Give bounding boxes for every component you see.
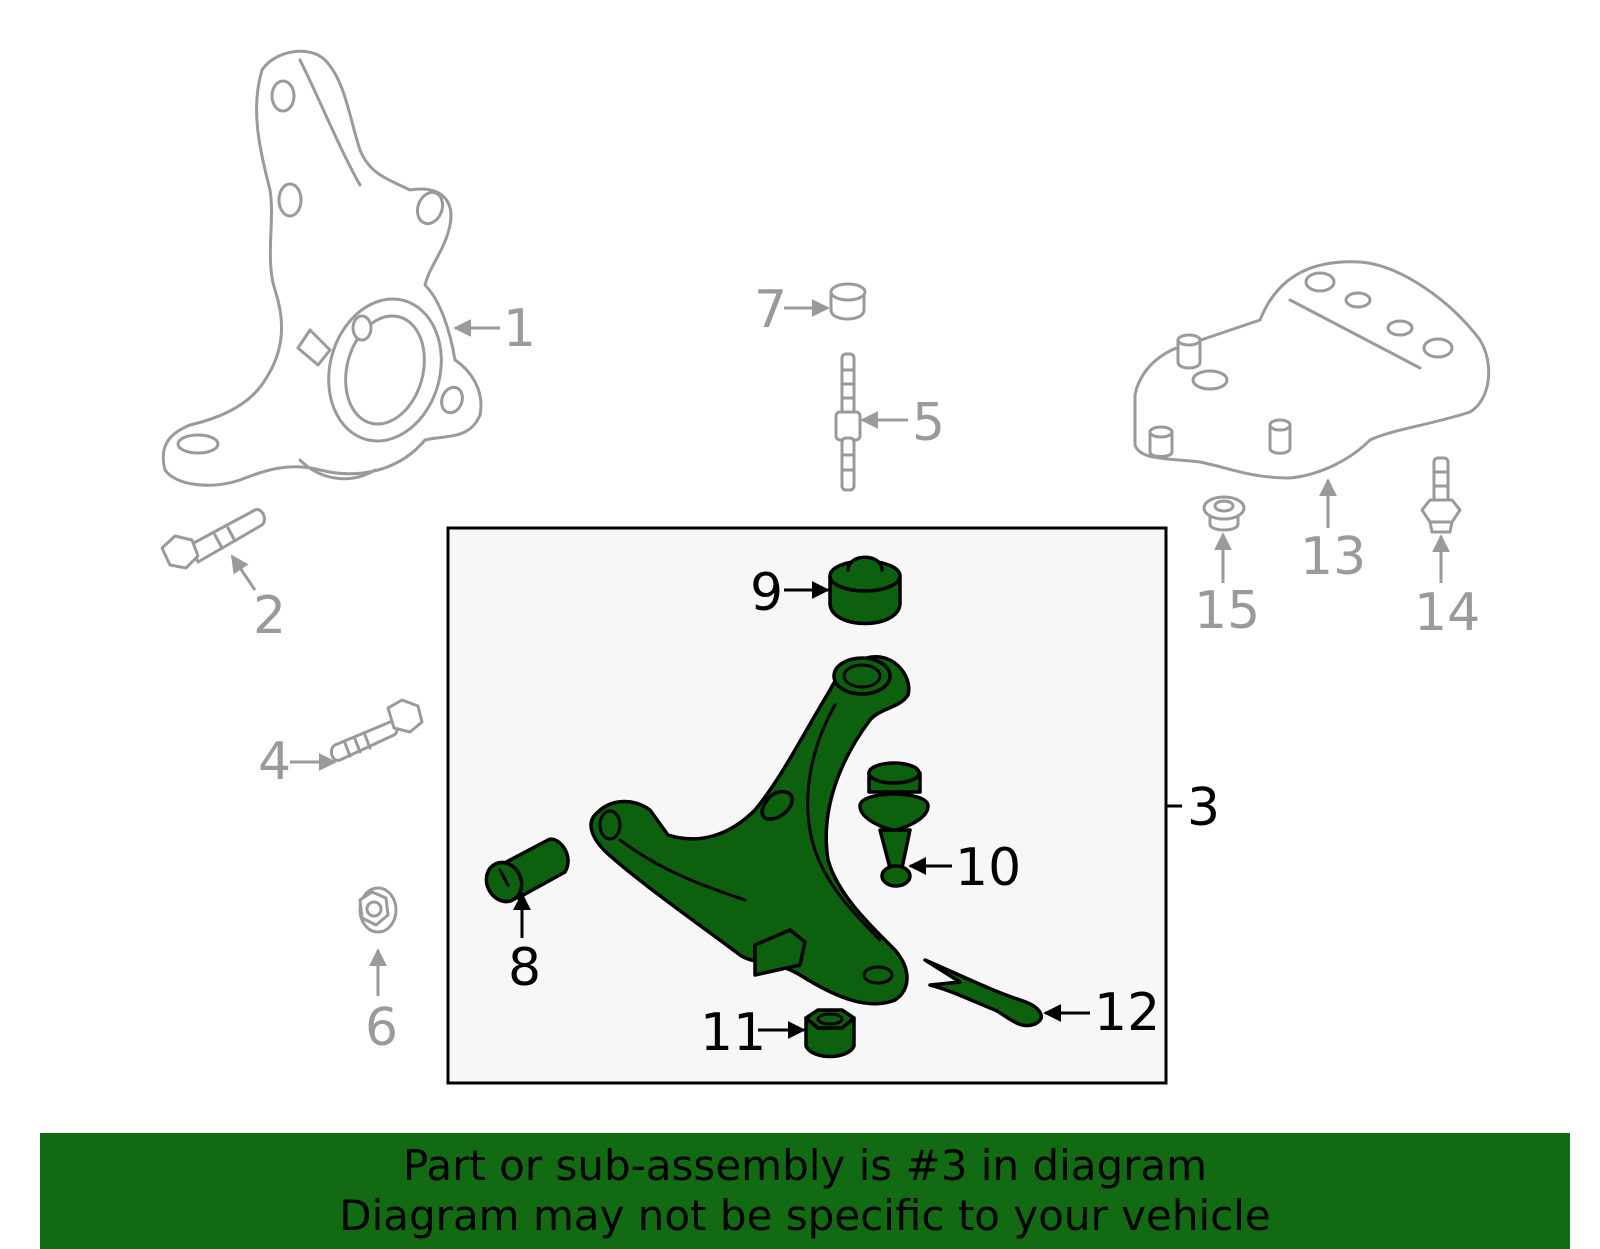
callout-label-9: 9	[750, 563, 783, 623]
clip-part-12	[923, 958, 1043, 1028]
callout-label-8: 8	[508, 938, 541, 998]
callout-label-11: 11	[700, 1003, 766, 1063]
bolt-part-2	[160, 508, 266, 570]
callout-label-5: 5	[912, 393, 945, 453]
callout-label-1: 1	[503, 299, 536, 359]
callout-label-14: 14	[1414, 583, 1480, 643]
nut-part-11	[804, 1008, 856, 1059]
callout-label-4: 4	[258, 732, 291, 792]
stud-part-5	[834, 352, 862, 492]
callout-label-7: 7	[754, 280, 787, 340]
parts-diagram: 1 2 3 4 5 6 7 8 9 10 11 12 13 14 15	[160, 49, 1491, 1085]
callout-arrow-2	[230, 554, 257, 591]
banner-line-disclaimer: Diagram may not be specific to your vehi…	[339, 1191, 1271, 1240]
nut-part-15	[1202, 495, 1246, 532]
subframe-bracket-part-13	[1133, 260, 1491, 480]
callout-label-10: 10	[955, 838, 1021, 898]
banner-line-part-info: Part or sub-assembly is #3 in diagram	[402, 1141, 1208, 1190]
steering-knuckle-part-1	[161, 49, 483, 487]
bushing-part-8	[484, 837, 570, 904]
callout-label-15: 15	[1194, 581, 1260, 641]
info-banner: Part or sub-assembly is #3 in diagram Di…	[40, 1133, 1570, 1249]
bolt-part-14	[1420, 456, 1462, 534]
callout-label-3: 3	[1187, 778, 1220, 838]
callout-label-2: 2	[253, 586, 286, 646]
bushing-part-7	[829, 282, 867, 321]
ball-joint-part-10	[858, 761, 930, 888]
nut-part-6	[358, 886, 398, 934]
callout-label-12: 12	[1094, 983, 1160, 1043]
bushing-part-9	[828, 555, 902, 626]
bolt-part-4	[329, 698, 424, 762]
callout-label-13: 13	[1300, 527, 1366, 587]
control-arm-part-3	[589, 655, 911, 1006]
callout-label-6: 6	[365, 998, 398, 1058]
